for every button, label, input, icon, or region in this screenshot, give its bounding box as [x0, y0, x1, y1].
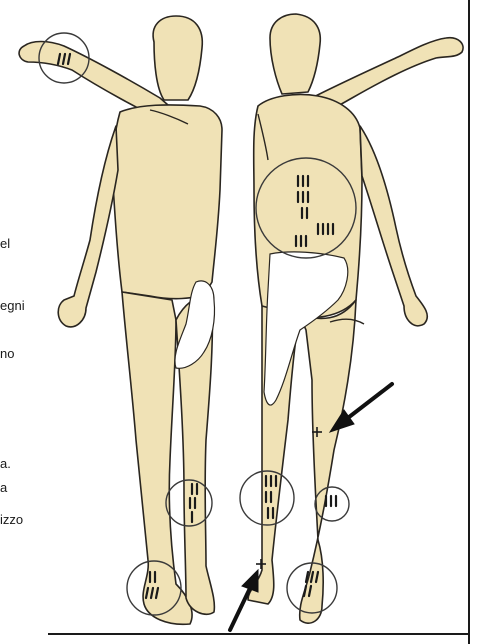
- front-torso: [113, 105, 222, 299]
- front-head: [153, 16, 202, 100]
- front-hanging-arm: [58, 126, 118, 327]
- back-hanging-arm: [360, 126, 427, 326]
- tattoo-calf-marks: [326, 496, 336, 506]
- back-head: [270, 14, 320, 94]
